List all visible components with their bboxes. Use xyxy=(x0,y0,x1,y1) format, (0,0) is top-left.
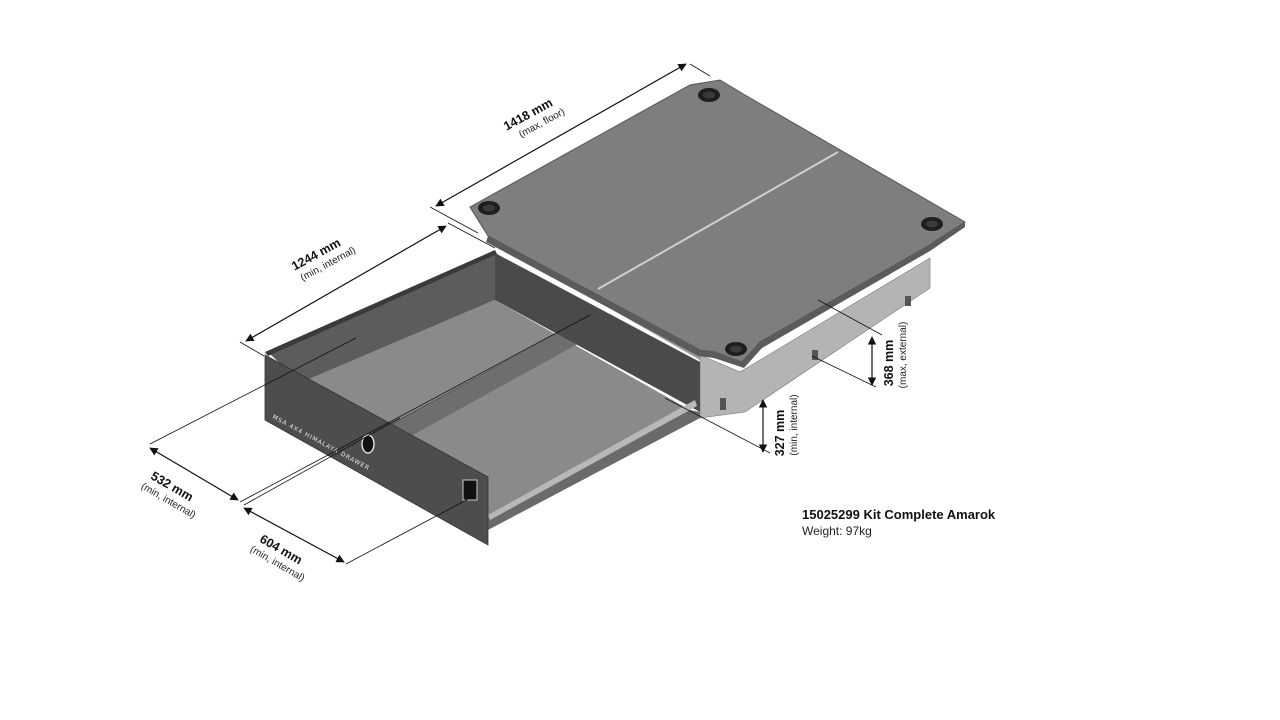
lock-icon xyxy=(361,434,375,454)
dim-line-width-right xyxy=(243,507,345,563)
svg-text:368 mm: 368 mm xyxy=(882,340,896,387)
dim-label-drawer-length: 1244 mm (min, internal) xyxy=(289,236,358,284)
drawer-divider-face xyxy=(378,318,585,452)
dim-line-floor-length xyxy=(435,63,687,207)
product-title: 15025299 Kit Complete Amarok xyxy=(802,507,996,522)
dimension-lines xyxy=(149,63,883,565)
svg-text:(min, internal): (min, internal) xyxy=(789,394,800,455)
product-weight: Weight: 97kg xyxy=(802,524,872,538)
drawer-right-wall xyxy=(495,253,700,412)
dim-label-external-height: 368 mm (max, external) xyxy=(882,322,909,389)
drawer-front-face xyxy=(264,354,489,546)
dim-label-width-right: 604 mm (min, internal) xyxy=(248,532,306,584)
drawer-side-outer xyxy=(485,410,700,530)
dim-line-width-left xyxy=(149,447,239,501)
svg-text:327 mm: 327 mm xyxy=(773,410,787,457)
latch-icon xyxy=(462,479,478,501)
product-caption: 15025299 Kit Complete Amarok Weight: 97k… xyxy=(802,507,995,538)
dim-label-internal-height: 327 mm (min, internal) xyxy=(773,394,800,456)
drawer-floor xyxy=(300,300,690,520)
dim-line-drawer-length xyxy=(245,225,447,342)
floor-seam xyxy=(597,151,839,290)
svg-text:(max, external): (max, external) xyxy=(898,322,909,389)
drawer-side-rail xyxy=(488,400,697,520)
